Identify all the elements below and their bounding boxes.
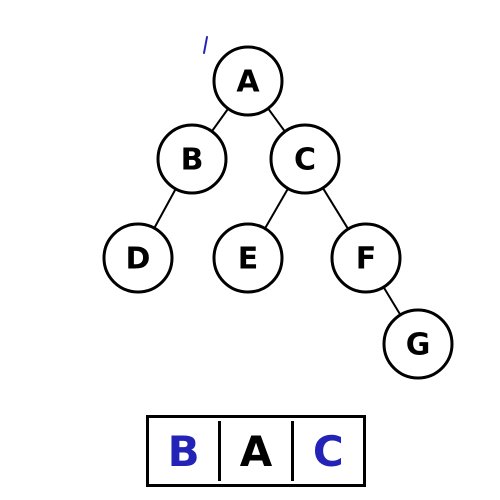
node-label: B xyxy=(181,143,204,178)
traversal-cell-1: B xyxy=(167,426,200,476)
node-circle xyxy=(269,123,341,195)
tree-node-c: C xyxy=(269,123,341,195)
node-circle xyxy=(382,308,454,380)
edge-a-b xyxy=(211,108,229,132)
node-label: E xyxy=(238,242,259,277)
traversal-output-box: B A C xyxy=(146,415,366,487)
tree-nodes: A B C D E F G xyxy=(102,45,454,380)
node-label: D xyxy=(126,242,151,277)
tree-node-f: F xyxy=(330,222,402,294)
node-circle xyxy=(102,222,174,294)
node-label: G xyxy=(406,328,431,363)
tree-node-a: A xyxy=(212,45,284,117)
traversal-pointer-mark xyxy=(203,36,208,54)
node-label: A xyxy=(236,65,260,100)
node-circle xyxy=(330,222,402,294)
edge-f-g xyxy=(382,286,402,316)
edge-c-e xyxy=(264,187,289,230)
edge-c-f xyxy=(321,187,350,230)
node-circle xyxy=(212,222,284,294)
node-circle xyxy=(212,45,284,117)
node-label: C xyxy=(294,143,316,178)
tree-edges xyxy=(153,107,402,316)
tree-node-b: B xyxy=(156,123,228,195)
tree-node-g: G xyxy=(382,308,454,380)
traversal-cell-3: C xyxy=(290,421,363,481)
tree-node-d: D xyxy=(102,222,174,294)
node-label: F xyxy=(356,242,377,277)
edge-a-c xyxy=(267,107,286,133)
traversal-cell-2: A xyxy=(218,421,290,481)
tree-node-e: E xyxy=(212,222,284,294)
edge-b-d xyxy=(153,188,177,229)
node-circle xyxy=(156,123,228,195)
